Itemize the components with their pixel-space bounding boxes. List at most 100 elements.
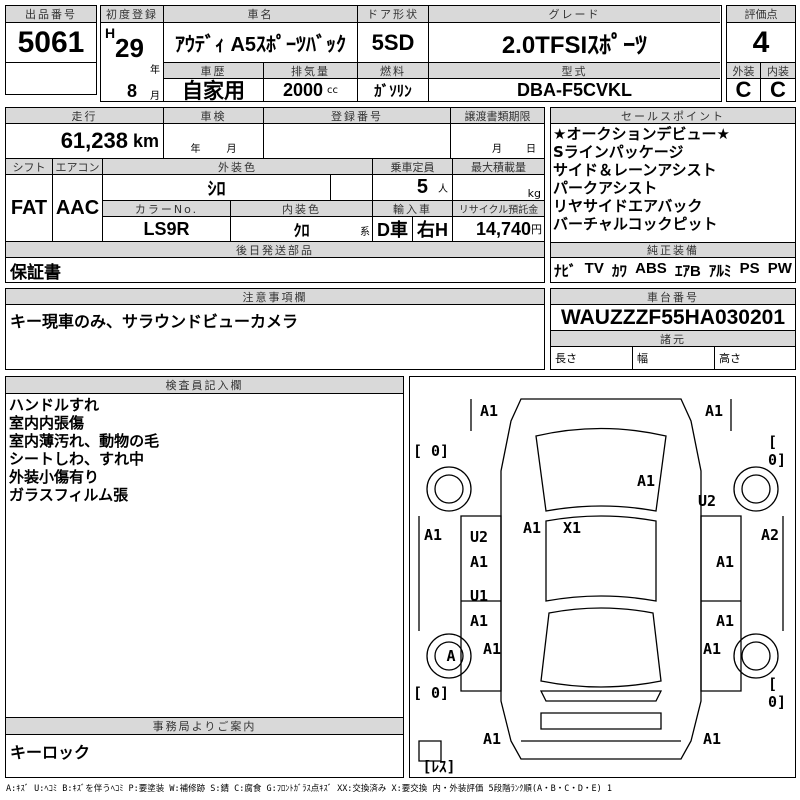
office-label: 事務局よりご案内 (6, 718, 403, 735)
ext-color-extra (331, 175, 373, 201)
transfer-label: 譲渡書類期限 (451, 108, 544, 124)
lot-number: 5061 (6, 23, 96, 63)
ac-label: エアコン (53, 159, 103, 175)
office-text: キーロック (10, 743, 91, 762)
fuel-label: 燃料 (358, 63, 429, 79)
damage-mark: A1 (469, 612, 489, 630)
legend: A:ｷｽﾞ U:ﾍｺﾐ B:ｷｽﾞを伴うﾍｺﾐ P:要塗装 W:補修跡 S:錆 … (6, 784, 612, 794)
spec-height: 高さ (719, 352, 741, 365)
door-type: 5SD (358, 23, 429, 63)
air-conditioner: AAC (53, 175, 103, 242)
damage-mark: A1 (715, 612, 735, 630)
chassis-label: 車台番号 (551, 289, 795, 305)
damage-mark: A1 (482, 730, 502, 748)
damage-mark: A1 (423, 526, 443, 544)
reg-era: H (105, 25, 116, 41)
int-color: ｸﾛ (293, 223, 310, 240)
model-label: 型式 (429, 63, 720, 79)
int-color-label: 内装色 (231, 201, 373, 217)
displacement-label: 排気量 (264, 63, 358, 79)
equipment-item: ABS (635, 260, 667, 277)
reg-label: 初度登録 (101, 6, 164, 23)
inspector-line: ガラスフィルム張 (9, 486, 129, 504)
plate-cell (264, 124, 451, 159)
sales-label: セールスポイント (551, 108, 795, 124)
inspection-year: 年 (190, 144, 201, 155)
inspector-line: 室内内張傷 (9, 414, 85, 432)
damage-mark: U1 (469, 587, 489, 605)
import-type: D車 (373, 217, 413, 242)
inspector-notes: ハンドルすれ 室内内張傷 室内薄汚れ、動物の毛 シートしわ、すれ中 外装小傷有り… (9, 396, 159, 504)
kg-unit: kg (527, 187, 541, 200)
office-box: 事務局よりご案内 キーロック (5, 717, 404, 778)
spec-width: 幅 (633, 347, 715, 369)
damage-mark: A1 (479, 402, 499, 420)
transfer-month: 月 (492, 144, 502, 155)
sales-box: セールスポイント ★オークションデビュー★ Sラインパッケージ サイド＆レーンア… (550, 107, 796, 283)
inspection-label: 車検 (164, 108, 264, 124)
damage-mark: U2 (469, 528, 489, 546)
int-color-cell: ｸﾛ 系 (231, 217, 373, 242)
shift-label: シフト (6, 159, 53, 175)
reg-year: 29 (115, 33, 144, 63)
int-color-unit: 系 (360, 227, 370, 238)
load-cell: kg (453, 175, 544, 201)
grade: 2.0TFSIｽﾎﾟｰﾂ (429, 23, 720, 63)
damage-mark: [ﾚｽ] (422, 757, 456, 776)
color-no-label: カラーNo. (103, 201, 231, 217)
ext-color: ｼﾛ (103, 175, 331, 201)
yen-unit: 円 (531, 223, 542, 236)
inspector-box: 検査員記入欄 ハンドルすれ 室内内張傷 室内薄汚れ、動物の毛 シートしわ、すれ中… (5, 376, 404, 718)
sales-item: ★オークションデビュー★ (553, 125, 730, 143)
damage-mark: A1 (715, 553, 735, 571)
equipment-item: TV (584, 260, 604, 277)
shift: FAT (6, 175, 53, 242)
damage-mark: A2 (760, 526, 780, 544)
damage-mark: U2 (697, 492, 717, 510)
equipment-item: ﾅﾋﾞ (554, 263, 577, 280)
person-unit: 人 (438, 184, 448, 195)
inspector-line: 外装小傷有り (9, 468, 100, 486)
inspection-month: 月 (226, 144, 237, 155)
car-name-label: 車名 (164, 6, 358, 23)
damage-mark: A1 (482, 640, 502, 658)
int-score-label: 内装 (761, 63, 795, 79)
transfer-cell: 月日 (451, 124, 544, 159)
chassis-number: WAUZZZF55HA030201 (551, 305, 795, 331)
inspector-line: 室内薄汚れ、動物の毛 (9, 432, 160, 450)
car-outline-icon (418, 398, 784, 762)
equipment-label: 純正装備 (551, 242, 795, 258)
damage-mark: X1 (562, 519, 582, 537)
steering-side: 右H (413, 217, 453, 242)
car-name: ｱｳﾃﾞｨ A5ｽﾎﾟｰﾂﾊﾞｯｸ (164, 23, 358, 63)
capacity-label: 乗車定員 (373, 159, 453, 175)
month-unit: 月 (150, 91, 160, 101)
inspection-cell: 年月 (164, 124, 264, 159)
notes-label: 注意事項欄 (6, 289, 544, 305)
equipment-item: ｶﾜ (611, 263, 627, 280)
sales-item: バーチャルコックピット (553, 215, 718, 233)
specs-label: 諸元 (551, 331, 795, 347)
reg-month: 8 (127, 81, 138, 101)
year-unit: 年 (150, 65, 160, 76)
ext-color-label: 外装色 (103, 159, 373, 175)
recycle-label: リサイクル預託金 (453, 201, 544, 217)
equipment-item: PS (739, 260, 760, 277)
sales-item: リヤサイドエアバック (553, 197, 703, 215)
damage-mark: A1 (702, 640, 722, 658)
history: 自家用 (164, 79, 264, 101)
displacement: 2000 (282, 79, 324, 100)
lot-label: 出品番号 (6, 6, 96, 23)
damage-mark: A1 (636, 472, 656, 490)
later-parts-label: 後日発送部品 (6, 242, 544, 258)
inspector-line: シートしわ、すれ中 (9, 450, 145, 468)
mileage: 61,238 (60, 128, 128, 153)
sales-item: Sラインパッケージ (553, 143, 684, 161)
cc-unit: cc (327, 84, 339, 96)
score-label: 評価点 (727, 6, 795, 23)
spec-length: 長さ (551, 347, 633, 369)
damage-mark: A (446, 647, 456, 665)
